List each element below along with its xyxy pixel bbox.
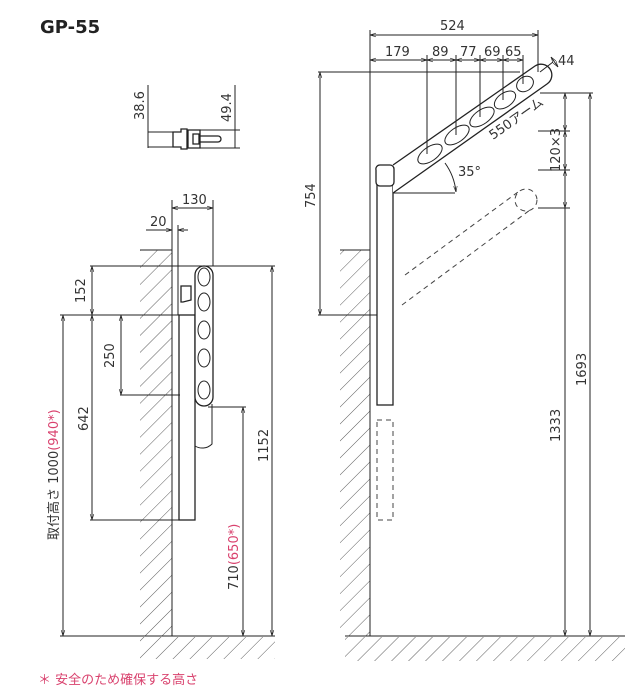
open-view: 35° 550アーム 524 179 89 77 69 65 44 — [304, 19, 625, 661]
mount-height-label: 取付高さ 1000 — [46, 451, 62, 540]
dim-130: 130 — [182, 193, 207, 208]
mount-height-text: 取付高さ 1000(940*) — [46, 409, 62, 540]
top-view: 38.6 49.4 — [133, 85, 240, 150]
dim-710-text: 710(650*) — [227, 524, 242, 590]
angle-35: 35° — [458, 165, 481, 180]
dim-754: 754 — [304, 183, 319, 208]
dim-1152: 1152 — [257, 429, 272, 462]
dim-seg-77: 77 — [460, 45, 477, 60]
dim-seg-179: 179 — [385, 45, 410, 60]
folded-view: 130 20 152 250 642 取付高さ 1000(940*) 710(6… — [46, 193, 275, 659]
dim-642: 642 — [77, 406, 92, 431]
dim-710-safe: (650*) — [227, 524, 242, 565]
dim-49-4: 49.4 — [220, 93, 235, 122]
dim-20: 20 — [150, 215, 167, 230]
model-title: GP-55 — [40, 17, 100, 38]
dim-120x3: 120×3 — [549, 128, 564, 172]
dim-1333: 1333 — [549, 409, 564, 442]
dim-710: 710 — [227, 565, 242, 590]
dim-38-6: 38.6 — [133, 91, 148, 120]
dim-152: 152 — [74, 278, 89, 303]
footnote: ＊ 安全のため確保する高さ — [38, 672, 198, 688]
dim-seg-65: 65 — [505, 45, 522, 60]
dim-seg-89: 89 — [432, 45, 449, 60]
mount-height-safe: (940*) — [47, 409, 62, 450]
dim-250: 250 — [103, 343, 118, 368]
dim-524: 524 — [440, 19, 465, 34]
dim-1693: 1693 — [575, 353, 590, 386]
dim-seg-69: 69 — [484, 45, 501, 60]
dim-44: 44 — [558, 54, 575, 69]
dim-segments: 179 89 77 69 65 — [370, 45, 524, 154]
